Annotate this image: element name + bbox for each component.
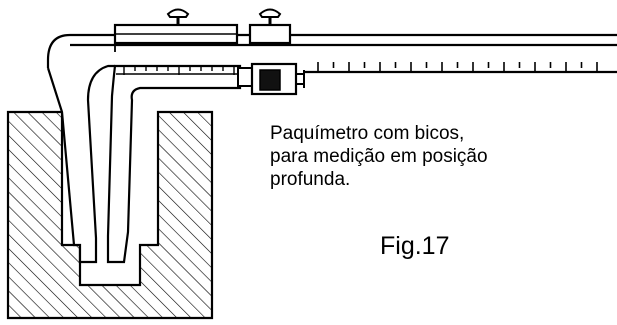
description-line: Paquímetro com bicos, bbox=[270, 123, 465, 144]
figure-label: Fig.17 bbox=[380, 232, 450, 260]
clamp-screw-icon bbox=[166, 8, 190, 25]
description-line: profunda. bbox=[270, 169, 351, 190]
workpiece-block bbox=[6, 110, 214, 320]
main-scale bbox=[317, 62, 598, 72]
fine-adjustment-assembly bbox=[113, 8, 292, 45]
clamp-screw-icon bbox=[258, 8, 282, 25]
cursor-lock bbox=[237, 62, 305, 96]
vernier-scale bbox=[123, 66, 235, 75]
knurled-knob-icon bbox=[259, 69, 281, 91]
movable-jaw bbox=[106, 64, 242, 264]
caliper-main-beam bbox=[46, 33, 617, 68]
figure-description: Paquímetro com bicos, para medição em po… bbox=[270, 122, 488, 191]
description-line: para medição em posição bbox=[270, 146, 488, 167]
fixed-jaw bbox=[46, 64, 115, 264]
